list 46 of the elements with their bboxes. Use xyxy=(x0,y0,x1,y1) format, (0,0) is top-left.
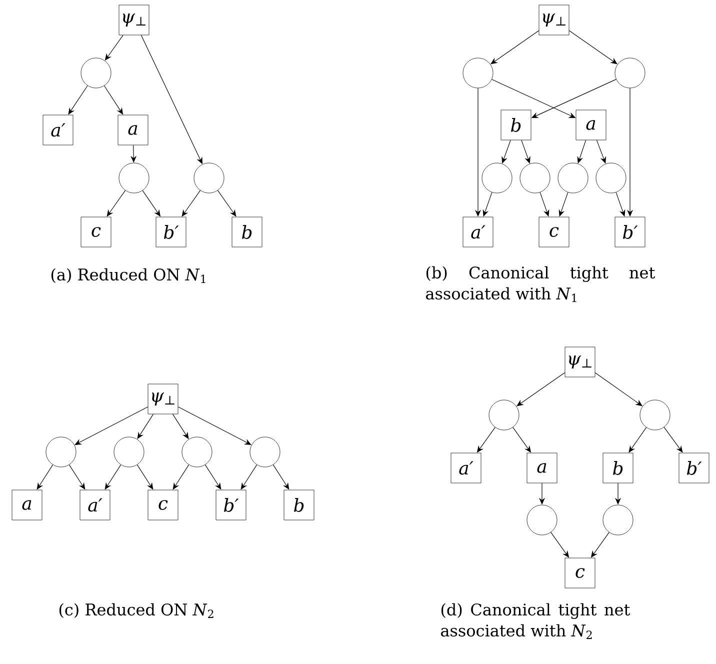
empty-circle xyxy=(488,400,520,430)
term-box: b xyxy=(602,452,634,484)
empty-circle xyxy=(558,162,588,194)
term-box: a xyxy=(12,490,42,520)
term-box: a xyxy=(576,110,606,140)
term-box: a′ xyxy=(450,452,482,484)
term-box: b′ xyxy=(614,216,646,248)
empty-circle xyxy=(640,400,670,430)
empty-circle xyxy=(462,58,494,88)
term-box: ψ$_{⊥}$ xyxy=(538,4,570,36)
caption: (b) Canonical tight net associated with N$_{1}$ xyxy=(426,266,656,302)
term-box: ψ$_{⊥}$ xyxy=(564,346,596,378)
empty-circle xyxy=(520,162,550,194)
empty-circle xyxy=(614,58,646,88)
caption: (d) Canonical tight net associated with N$_{2}$ xyxy=(441,603,630,639)
term-box: ψ$_{⊥}$ xyxy=(118,4,150,36)
term-box: b′ xyxy=(216,490,246,520)
term-box: b′ xyxy=(678,452,710,484)
term-box: b xyxy=(500,110,532,140)
term-box: b xyxy=(232,216,262,248)
empty-circle xyxy=(114,436,144,468)
arrow xyxy=(74,406,148,445)
term-box: a′ xyxy=(80,490,110,520)
term-box: ψ$_{⊥}$ xyxy=(148,384,178,414)
empty-circle xyxy=(596,162,626,194)
term-box: b′ xyxy=(156,216,186,248)
caption: (c) Reduced ON N$_{2}$ xyxy=(59,603,214,618)
empty-circle xyxy=(46,436,76,468)
caption: (a) Reduced ON N$_{1}$ xyxy=(51,268,206,283)
empty-circle xyxy=(602,504,634,536)
empty-circle xyxy=(80,58,112,88)
empty-circle xyxy=(250,436,280,468)
term-box: c xyxy=(564,558,596,588)
term-box: a′ xyxy=(42,114,74,146)
term-box: c xyxy=(148,490,178,520)
term-box: a xyxy=(526,452,558,484)
empty-circle xyxy=(482,162,512,194)
empty-circle xyxy=(526,504,558,536)
term-box: a xyxy=(118,114,148,146)
empty-circle xyxy=(118,162,150,194)
term-box: c xyxy=(80,216,112,248)
empty-circle xyxy=(182,436,212,468)
term-box: a′ xyxy=(462,216,494,248)
empty-circle xyxy=(194,162,224,194)
term-box: b xyxy=(284,490,314,520)
term-box: c xyxy=(538,216,570,248)
